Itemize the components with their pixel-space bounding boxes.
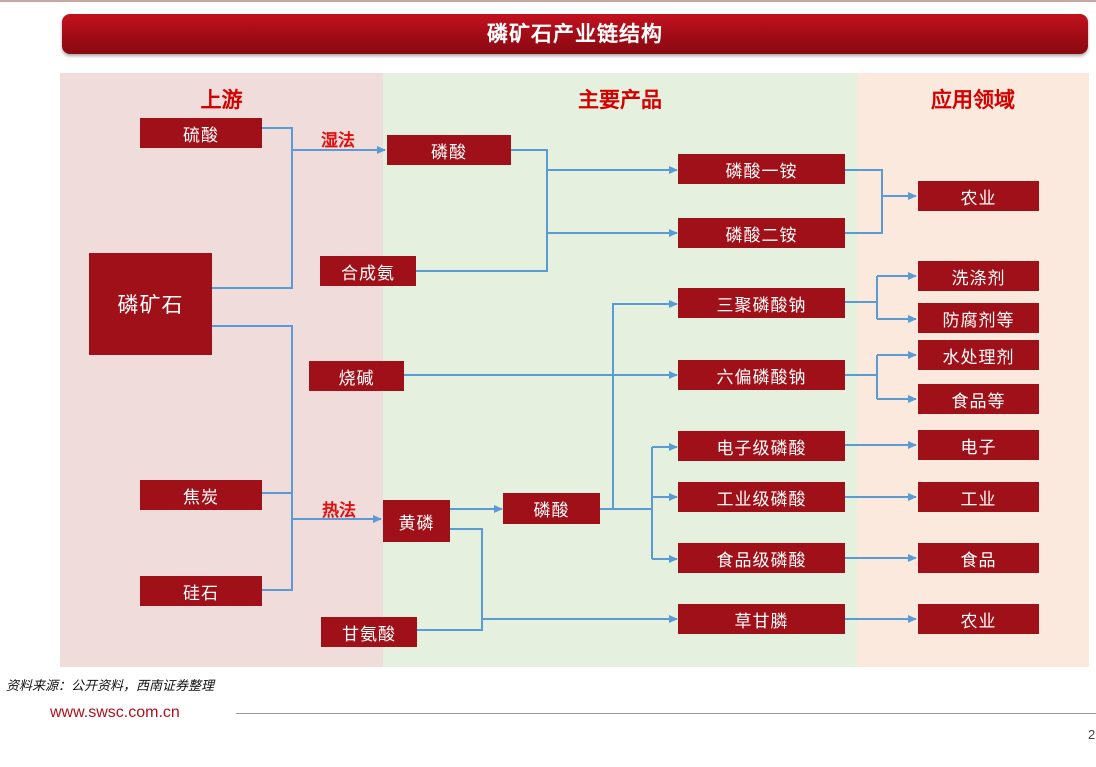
node-phosphoric-acid-wet: 磷酸: [387, 135, 511, 165]
footer-url[interactable]: www.swsc.com.cn: [50, 704, 180, 721]
node-industrial-grade-pa: 工业级磷酸: [678, 482, 845, 512]
node-app-water-treatment: 水处理剂: [918, 340, 1039, 370]
node-sodium-tripolyphosphate: 三聚磷酸钠: [678, 288, 845, 318]
page-number: 2: [1088, 727, 1096, 742]
node-app-food-etc: 食品等: [918, 384, 1039, 414]
section-title-applications: 应用领域: [931, 87, 1015, 112]
node-app-industry: 工业: [918, 482, 1039, 512]
connector-wet-process: [212, 127, 293, 289]
label-thermal-process: 热法: [322, 501, 356, 521]
node-app-food: 食品: [918, 543, 1039, 573]
node-phosphoric-acid-thermal: 磷酸: [503, 493, 600, 524]
node-yellow-phosphorus: 黄磷: [383, 500, 450, 542]
connector-fertilizer-agri: [845, 169, 883, 234]
section-title-products: 主要产品: [578, 87, 662, 112]
node-coke: 焦炭: [140, 480, 262, 510]
top-rule: [0, 0, 1096, 2]
node-app-agriculture: 农业: [918, 181, 1039, 211]
node-caustic-soda: 烧碱: [309, 361, 404, 391]
node-diammonium-phosphate: 磷酸二铵: [678, 218, 845, 248]
node-phosphate-rock: 磷矿石: [89, 253, 212, 355]
node-monoammonium-phosphate: 磷酸一铵: [678, 154, 845, 184]
section-title-upstream: 上游: [200, 87, 243, 112]
node-glycine: 甘氨酸: [321, 617, 417, 647]
node-app-preservative: 防腐剂等: [918, 303, 1039, 333]
diagram-title: 磷矿石产业链结构: [62, 14, 1088, 54]
node-app-detergent: 洗涤剂: [918, 261, 1039, 291]
source-note: 资料来源：公开资料，西南证券整理: [6, 679, 215, 694]
node-app-electronics: 电子: [918, 430, 1039, 460]
node-glyphosate: 草甘膦: [678, 604, 845, 634]
node-silica: 硅石: [140, 576, 262, 606]
label-wet-process: 湿法: [321, 131, 355, 151]
node-app-agriculture-2: 农业: [918, 604, 1039, 634]
node-electronic-grade-pa: 电子级磷酸: [678, 431, 845, 461]
node-sodium-hexametaphosphate: 六偏磷酸钠: [678, 360, 845, 390]
arrow-to-stpp: [612, 300, 678, 509]
node-sulfuric-acid: 硫酸: [140, 118, 262, 148]
connector-glyphosate: [417, 528, 483, 631]
node-food-grade-pa: 食品级磷酸: [678, 543, 845, 573]
footer-rule: [236, 713, 1096, 714]
connector-thermal-process: [212, 325, 293, 591]
node-synthetic-ammonia: 合成氨: [320, 256, 416, 286]
connector-ammonium-phosphates: [416, 149, 548, 272]
